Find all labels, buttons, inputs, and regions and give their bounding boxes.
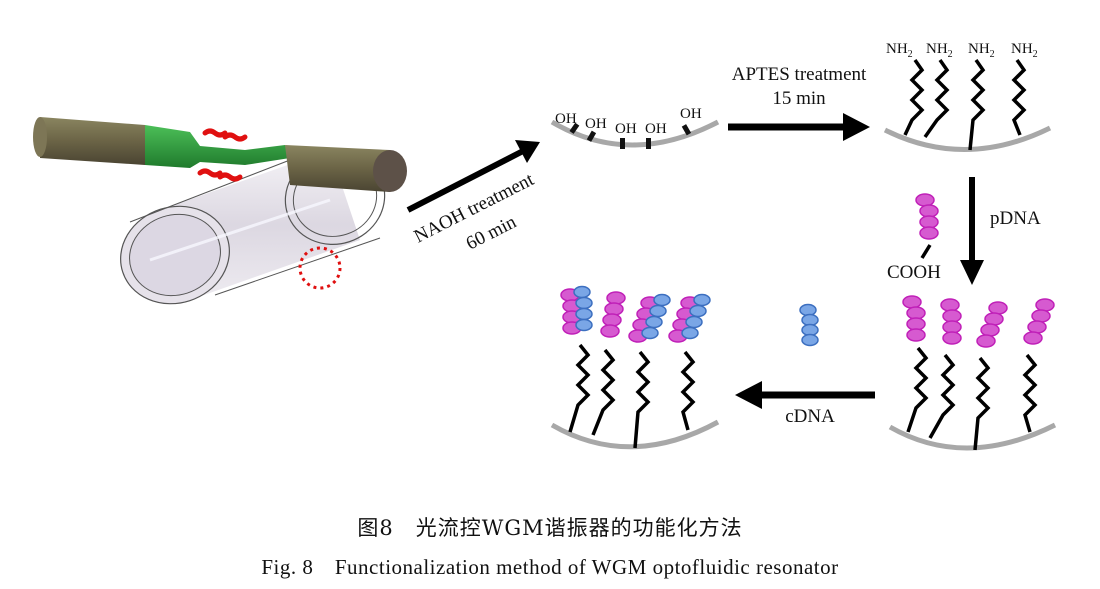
free-pdna-strand: COOH: [887, 193, 941, 283]
nh2-group: NH2: [1011, 41, 1038, 60]
diagram-canvas: NAOH treatment 60 min OH OH OH OH OH APT…: [33, 41, 1057, 451]
free-cdna-strand: [799, 303, 819, 347]
pdna-arrow: [960, 177, 984, 285]
pdna-step-label: pDNA: [990, 208, 1041, 229]
oh-group: OH: [645, 121, 667, 137]
amine-surface: NH2 NH2 NH2 NH2: [883, 41, 1052, 152]
pdna-surface: [888, 295, 1057, 451]
hybrid-cdna-helices: [573, 285, 711, 340]
fiber-end-face: [373, 150, 407, 192]
oh-group: OH: [555, 111, 577, 127]
capillary-tube: [120, 150, 386, 305]
nh2-group: NH2: [886, 41, 913, 60]
figure-caption-english: Fig. 8 Functionalization method of WGM o…: [261, 555, 839, 579]
naoh-arrow: [406, 140, 540, 213]
cdna-step-label: cDNA: [785, 406, 835, 427]
hydroxylated-surface: OH OH OH OH OH: [550, 106, 720, 149]
oh-group: OH: [680, 106, 702, 122]
hybridized-surface: [550, 285, 720, 450]
aptes-arrow: [728, 113, 870, 141]
region-highlight-circle: [298, 246, 342, 290]
aptes-step-label: APTES treatment: [732, 64, 867, 85]
nh2-group: NH2: [968, 41, 995, 60]
nh2-group: NH2: [926, 41, 953, 60]
light-wave-markers: [197, 128, 248, 182]
oh-group: OH: [615, 121, 637, 137]
hybrid-pdna-helices: [560, 288, 700, 343]
cooh-group: COOH: [887, 262, 941, 283]
tapered-fiber: [33, 117, 407, 192]
figure-caption-chinese: 图8 光流控WGM谐振器的功能化方法: [357, 516, 743, 540]
cdna-arrow: [735, 381, 875, 409]
oh-group: OH: [585, 116, 607, 132]
pdna-helices: [902, 295, 1055, 348]
aptes-step-time: 15 min: [772, 88, 826, 109]
